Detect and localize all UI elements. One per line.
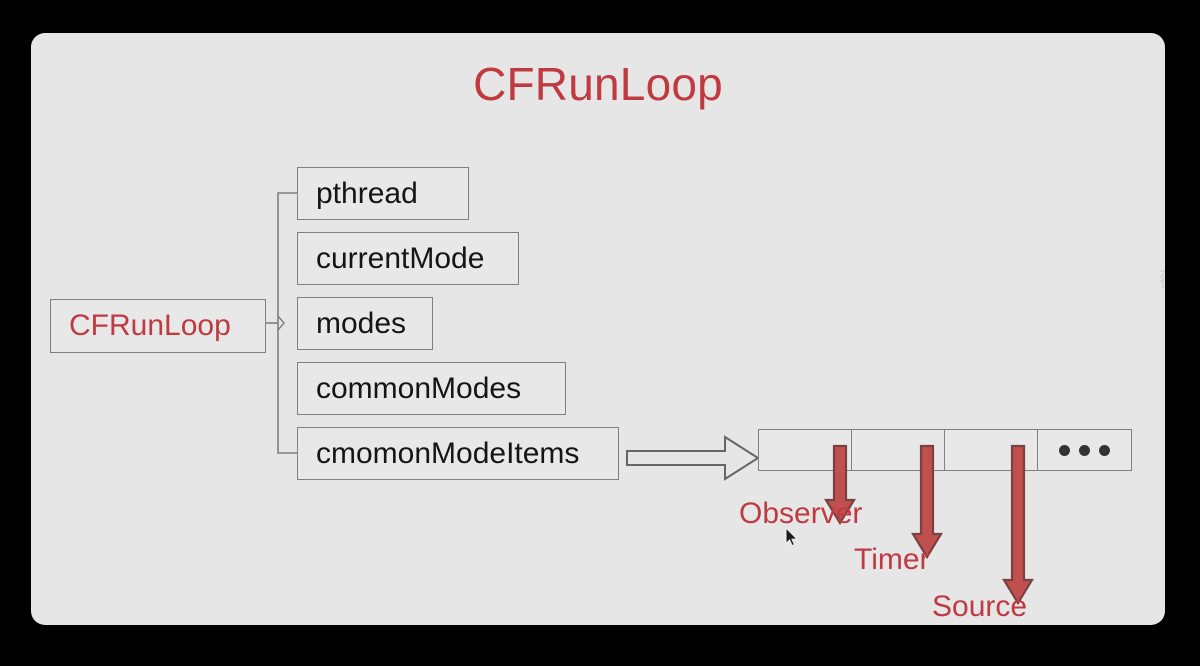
ellipsis-icon [1059, 444, 1110, 456]
table-cell-timer[interactable] [852, 430, 945, 470]
node-label: modes [316, 306, 407, 340]
label-timer: Timer [854, 543, 930, 576]
node-label: CFRunLoop [69, 309, 231, 342]
node-label: cmomonModeItems [316, 436, 580, 470]
node-label: pthread [316, 176, 418, 210]
table-cell-observer[interactable] [759, 430, 852, 470]
block-arrow-right-icon [626, 435, 760, 481]
label-observer: Observer [739, 497, 863, 530]
node-field-pthread[interactable]: pthread [297, 167, 469, 220]
watermark: 薇讠 [1159, 263, 1165, 292]
table-cell-source[interactable] [945, 430, 1038, 470]
bracket-connector [266, 192, 299, 454]
table-cell-more[interactable] [1038, 430, 1131, 470]
mode-items-table [758, 429, 1132, 471]
node-field-currentmode[interactable]: currentMode [297, 232, 519, 285]
node-cfrunloop-root[interactable]: CFRunLoop [50, 299, 266, 353]
node-field-commonmodeitems[interactable]: cmomonModeItems [297, 427, 619, 480]
label-source: Source [932, 590, 1028, 623]
node-field-commonmodes[interactable]: commonModes [297, 362, 566, 415]
page-title: CFRunLoop [473, 58, 723, 110]
node-field-modes[interactable]: modes [297, 297, 433, 350]
slide-canvas: CFRunLoop CFRunLoop pthread currentMode … [31, 33, 1165, 625]
node-label: currentMode [316, 241, 485, 275]
node-label: commonModes [316, 371, 522, 405]
